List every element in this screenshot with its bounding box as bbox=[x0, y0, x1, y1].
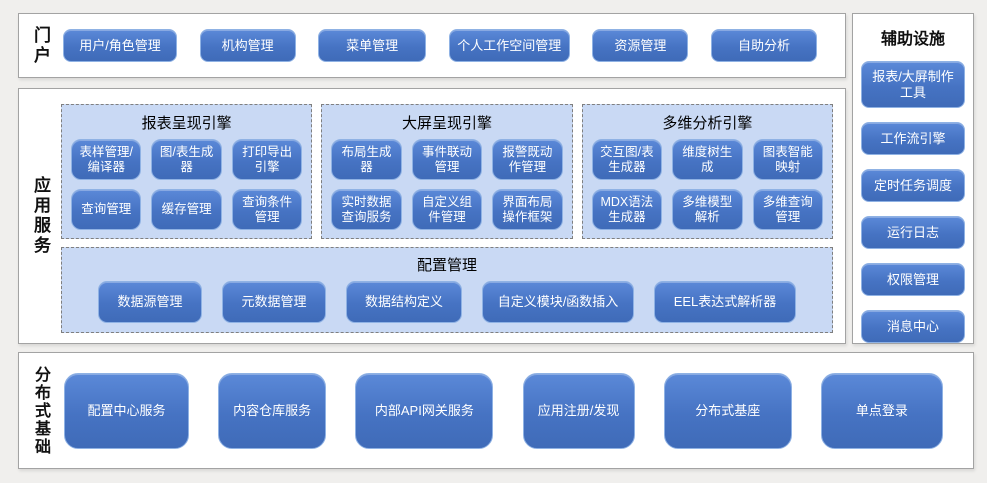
user-role-management-node: 用户/角色管理 bbox=[63, 29, 177, 62]
custom-component-management-node: 自定义组件管理 bbox=[411, 189, 483, 230]
org-management-node: 机构管理 bbox=[199, 29, 296, 62]
bigscreen-rendering-engine-grid: 布局生成器 事件联动管理 报警既动作管理 实时数据查询服务 自定义组件管理 界面… bbox=[331, 139, 563, 230]
portal-section-label: 门户 bbox=[31, 25, 50, 66]
report-rendering-engine-panel: 报表呈现引擎 表样管理/编译器 图/表生成器 打印导出引擎 查询管理 缓存管理 … bbox=[61, 104, 313, 239]
template-management-compiler-node: 表样管理/编译器 bbox=[71, 139, 142, 180]
foundation-node-row: 配置中心服务 内容仓库服务 内部API网关服务 应用注册/发现 分布式基座 单点… bbox=[48, 372, 973, 449]
app-services-section-label: 应用服务 bbox=[31, 176, 50, 256]
portal-section: 门户 用户/角色管理 机构管理 菜单管理 个人工作空间管理 资源管理 自助分析 bbox=[18, 13, 846, 78]
bigscreen-rendering-engine-title: 大屏呈现引擎 bbox=[401, 115, 492, 132]
data-structure-definition-node: 数据结构定义 bbox=[346, 281, 462, 323]
ui-layout-operation-framework-node: 界面布局操作框架 bbox=[492, 189, 563, 230]
distributed-foundation-label: 分布式基础 bbox=[32, 365, 49, 456]
query-management-node: 查询管理 bbox=[71, 189, 142, 230]
metadata-management-node: 元数据管理 bbox=[222, 281, 326, 323]
report-bigscreen-authoring-tool-node: 报表/大屏制作工具 bbox=[861, 61, 965, 108]
distributed-foundation-section: 分布式基础 配置中心服务 内容仓库服务 内部API网关服务 应用注册/发现 分布… bbox=[18, 352, 974, 469]
portal-node-row: 用户/角色管理 机构管理 菜单管理 个人工作空间管理 资源管理 自助分析 bbox=[49, 29, 845, 62]
resource-management-node: 资源管理 bbox=[592, 29, 689, 62]
single-sign-on-node: 单点登录 bbox=[820, 372, 943, 449]
multidim-analysis-engine-grid: 交互图/表生成器 维度树生成 图表智能映射 MDX语法生成器 多维模型解析 多维… bbox=[591, 139, 823, 230]
bigscreen-rendering-engine-panel: 大屏呈现引擎 布局生成器 事件联动管理 报警既动作管理 实时数据查询服务 自定义… bbox=[321, 104, 573, 239]
multidim-query-management-node: 多维查询管理 bbox=[752, 189, 823, 230]
scheduled-task-scheduler-node: 定时任务调度 bbox=[861, 169, 965, 202]
interactive-chart-generator-node: 交互图/表生成器 bbox=[591, 139, 663, 180]
custom-module-function-insert-node: 自定义模块/函数插入 bbox=[482, 281, 634, 323]
mdx-syntax-generator-node: MDX语法生成器 bbox=[591, 189, 663, 230]
realtime-data-query-service-node: 实时数据查询服务 bbox=[331, 189, 402, 230]
report-rendering-engine-title: 报表呈现引擎 bbox=[141, 115, 232, 132]
message-center-node: 消息中心 bbox=[861, 310, 965, 343]
multidim-analysis-engine-panel: 多维分析引擎 交互图/表生成器 维度树生成 图表智能映射 MDX语法生成器 多维… bbox=[581, 104, 833, 239]
config-management-row: 数据源管理 元数据管理 数据结构定义 自定义模块/函数插入 EEL表达式解析器 bbox=[72, 281, 822, 323]
query-condition-management-node: 查询条件管理 bbox=[231, 189, 303, 230]
chart-table-generator-node: 图/表生成器 bbox=[151, 139, 222, 180]
datasource-management-node: 数据源管理 bbox=[98, 281, 202, 323]
event-linkage-management-node: 事件联动管理 bbox=[411, 139, 483, 180]
chart-smart-mapping-node: 图表智能映射 bbox=[752, 139, 823, 180]
config-management-panel: 配置管理 数据源管理 元数据管理 数据结构定义 自定义模块/函数插入 EEL表达… bbox=[61, 247, 833, 333]
eel-expression-parser-node: EEL表达式解析器 bbox=[654, 281, 796, 323]
workflow-engine-node: 工作流引擎 bbox=[861, 122, 965, 155]
distributed-base-node: 分布式基座 bbox=[663, 372, 792, 449]
config-management-title: 配置管理 bbox=[416, 257, 477, 274]
engine-row: 报表呈现引擎 表样管理/编译器 图/表生成器 打印导出引擎 查询管理 缓存管理 … bbox=[61, 104, 833, 239]
internal-api-gateway-service-node: 内部API网关服务 bbox=[355, 372, 494, 449]
app-services-section: 应用服务 报表呈现引擎 表样管理/编译器 图/表生成器 打印导出引擎 查询管理 … bbox=[18, 88, 846, 344]
cache-management-node: 缓存管理 bbox=[151, 189, 222, 230]
permission-management-node: 权限管理 bbox=[861, 263, 965, 296]
menu-management-node: 菜单管理 bbox=[318, 29, 427, 62]
self-service-analysis-node: 自助分析 bbox=[710, 29, 817, 62]
layout-generator-node: 布局生成器 bbox=[331, 139, 402, 180]
multidim-model-parsing-node: 多维模型解析 bbox=[672, 189, 743, 230]
content-repository-service-node: 内容仓库服务 bbox=[218, 372, 327, 449]
multidim-analysis-engine-title: 多维分析引擎 bbox=[662, 115, 753, 132]
auxiliary-facilities-section: 辅助设施 报表/大屏制作工具 工作流引擎 定时任务调度 运行日志 权限管理 消息… bbox=[852, 13, 974, 344]
print-export-engine-node: 打印导出引擎 bbox=[231, 139, 303, 180]
report-rendering-engine-grid: 表样管理/编译器 图/表生成器 打印导出引擎 查询管理 缓存管理 查询条件管理 bbox=[71, 139, 303, 230]
auxiliary-facilities-title: 辅助设施 bbox=[880, 31, 945, 48]
run-logs-node: 运行日志 bbox=[861, 216, 965, 249]
auxiliary-node-column: 报表/大屏制作工具 工作流引擎 定时任务调度 运行日志 权限管理 消息中心 bbox=[853, 51, 973, 343]
config-center-service-node: 配置中心服务 bbox=[64, 372, 189, 449]
app-services-content: 报表呈现引擎 表样管理/编译器 图/表生成器 打印导出引擎 查询管理 缓存管理 … bbox=[49, 89, 845, 343]
personal-workspace-management-node: 个人工作空间管理 bbox=[448, 29, 570, 62]
app-registration-discovery-node: 应用注册/发现 bbox=[522, 372, 635, 449]
alarm-action-management-node: 报警既动作管理 bbox=[492, 139, 563, 180]
dimension-tree-generation-node: 维度树生成 bbox=[672, 139, 743, 180]
